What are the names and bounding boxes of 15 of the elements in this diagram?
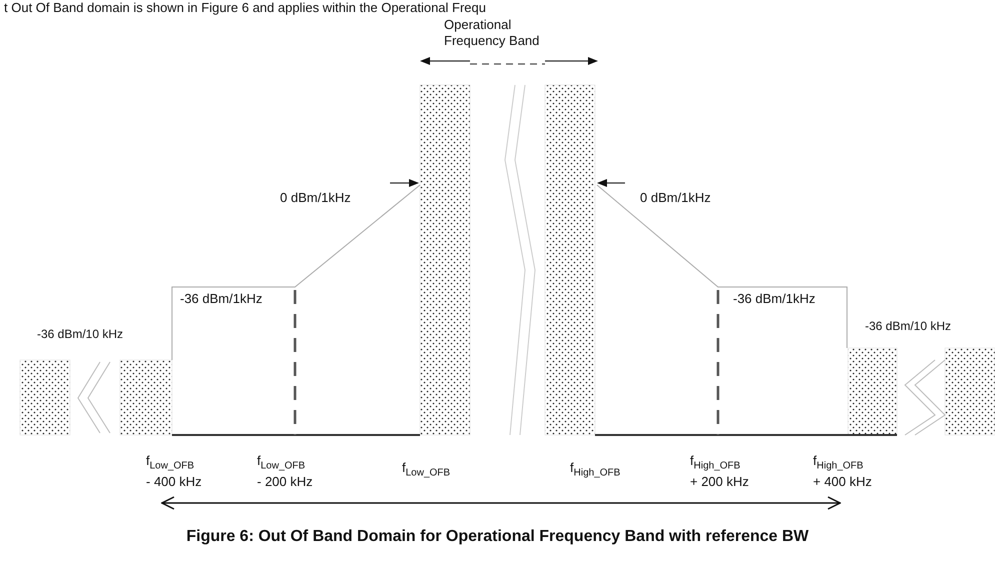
level-label: -36 dBm/1kHz xyxy=(180,291,262,307)
level-label: 0 dBm/1kHz xyxy=(280,190,351,206)
level-label: -36 dBm/10 kHz xyxy=(37,326,124,342)
frequency-label: f$_{High_OFB}$ + 400 kHz xyxy=(813,453,872,489)
frequency-label: f$_{High_OFB}$ + 200 kHz xyxy=(690,453,749,489)
level-label: -36 dBm/1kHz xyxy=(733,291,816,307)
figure-caption: Figure 6: Out Of Band Domain for Operational Frequency Band with reference BW xyxy=(185,529,810,545)
frequency-label: f$_{High_OFB}$ xyxy=(570,460,620,481)
band-label: Operational Frequency Band xyxy=(444,17,540,49)
frequency-label: f$_{Low_OFB}$ - 200 kHz xyxy=(257,453,313,489)
level-label: -36 dBm/10 kHz xyxy=(865,318,952,334)
level-label: 0 dBm/1kHz xyxy=(640,190,711,206)
body-text: t Out Of Band domain is shown in Figure 6 and applies within the Operational Frequ xyxy=(4,0,486,16)
frequency-label: f$_{Low_OFB}$ xyxy=(402,460,450,481)
frequency-label: f$_{Low_OFB}$ - 400 kHz xyxy=(146,453,202,489)
